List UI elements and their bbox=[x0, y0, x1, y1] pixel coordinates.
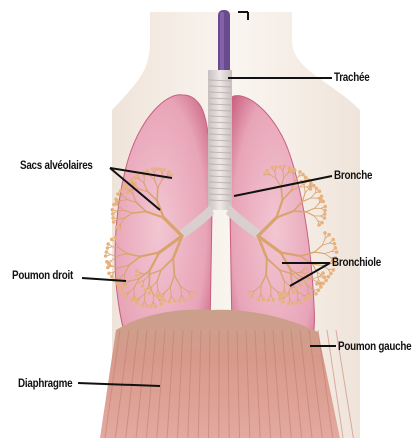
label-bronchus: Bronche bbox=[334, 168, 372, 182]
label-bronchiole: Bronchiole bbox=[332, 255, 381, 269]
label-alveolar-sacs: Sacs alvéolaires bbox=[20, 158, 93, 172]
diaphragm-shape bbox=[100, 310, 340, 438]
label-right-lung: Poumon droit bbox=[12, 268, 73, 282]
label-diaphragm: Diaphragme bbox=[18, 376, 72, 390]
label-trachea: Trachée bbox=[334, 70, 369, 84]
label-left-lung: Poumon gauche bbox=[338, 339, 411, 353]
